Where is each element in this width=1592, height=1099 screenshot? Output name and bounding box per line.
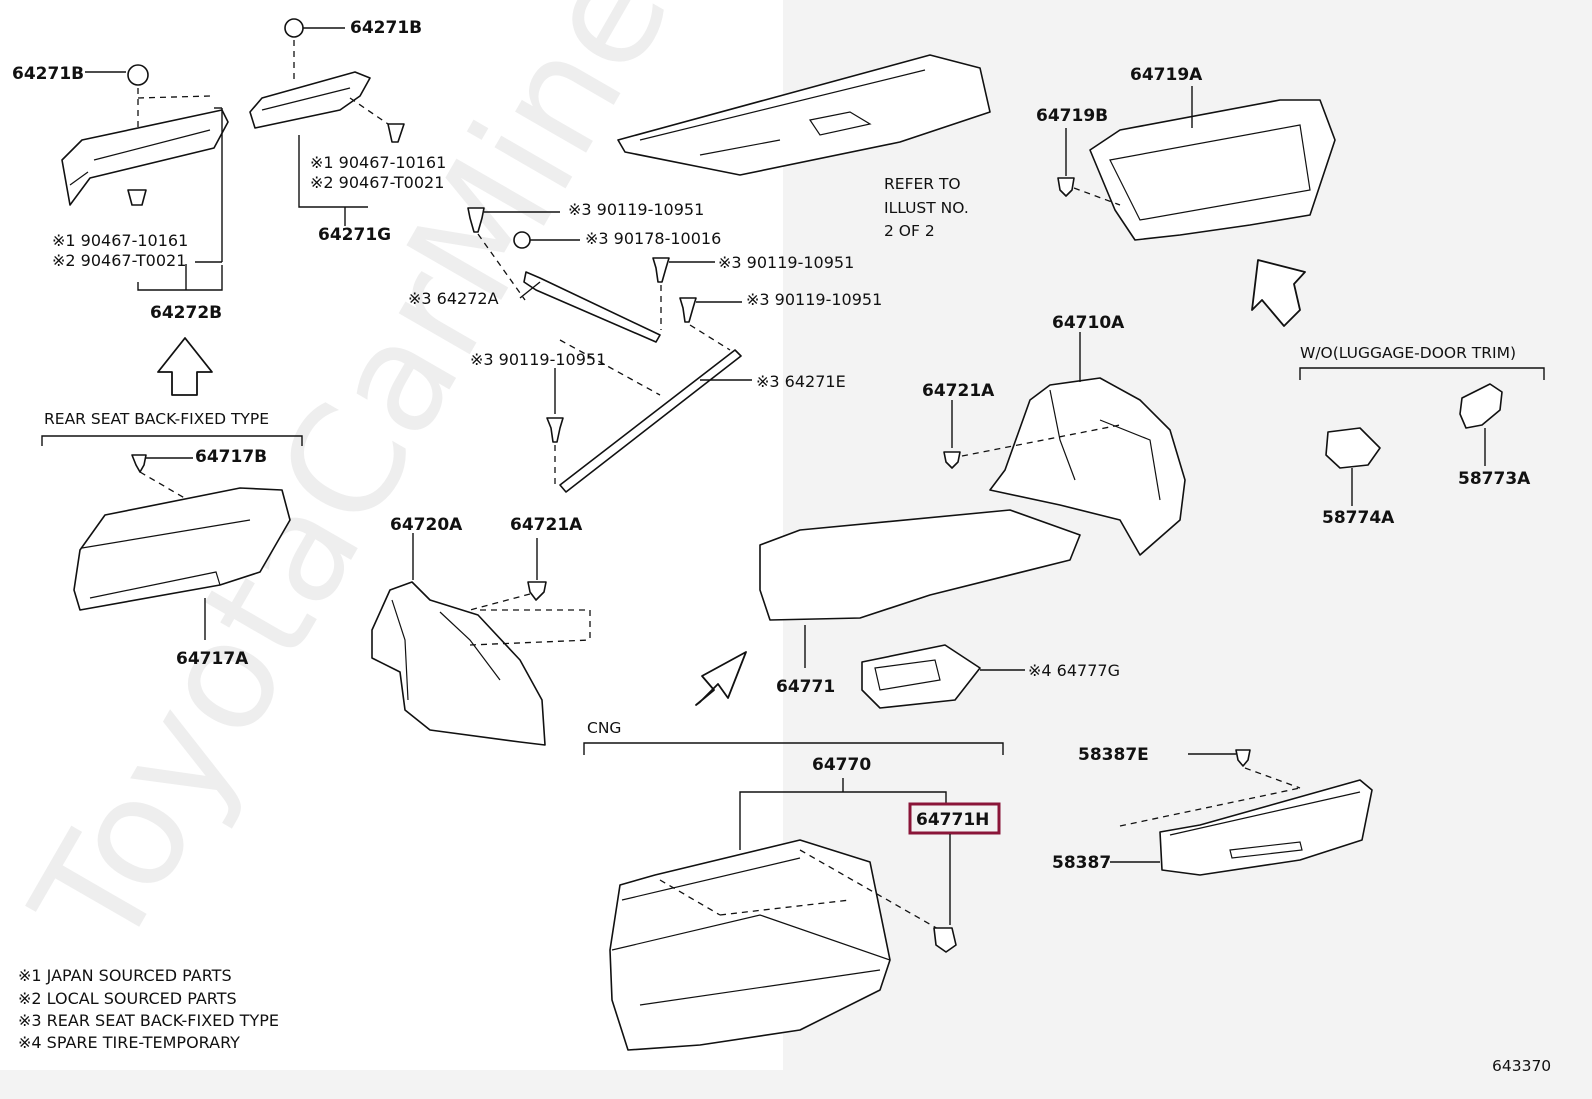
diagram-number: 643370 <box>1492 1057 1551 1075</box>
part-64771[interactable] <box>759 509 1081 621</box>
label-x3-64272A: ※3 64272A <box>408 289 499 308</box>
part-64720A-assembly <box>371 533 591 746</box>
label-64771: 64771 <box>776 677 835 697</box>
label-58387: 58387 <box>1052 853 1111 873</box>
refer-note-line3: 2 OF 2 <box>884 222 935 240</box>
legend-1-japan-sourced: ※1 JAPAN SOURCED PARTS <box>18 966 232 985</box>
part-64271G-assembly <box>249 18 405 226</box>
part-64777G-assembly <box>861 644 1025 709</box>
package-tray-panel[interactable] <box>617 54 991 176</box>
heading-rear-seat-back-fixed: REAR SEAT BACK-FIXED TYPE <box>44 410 269 428</box>
heading-wo-luggage-door-trim: W/O(LUGGAGE-DOOR TRIM) <box>1300 344 1516 362</box>
bolt-90119-right-icon[interactable] <box>679 297 697 323</box>
part-64717A-assembly <box>73 454 291 640</box>
part-64271E[interactable] <box>559 349 742 493</box>
part-58387-assembly <box>1110 749 1373 876</box>
label-x3-64271E: ※3 64271E <box>756 372 846 391</box>
label-64710A: 64710A <box>1052 313 1125 333</box>
refer-note-line1: REFER TO <box>884 175 961 193</box>
part-58387[interactable] <box>1159 779 1373 876</box>
label-64720A: 64720A <box>390 515 463 535</box>
part-64717A[interactable] <box>73 487 291 611</box>
label-x1-90467-10161-left: ※1 90467-10161 <box>52 231 188 250</box>
direction-arrow-1 <box>157 337 213 396</box>
bolt-90119-mid-icon[interactable] <box>652 257 670 283</box>
label-x3-90119-10951-a: ※3 90119-10951 <box>568 200 704 219</box>
part-package-tray <box>617 54 991 176</box>
part-64719A[interactable] <box>1089 99 1336 241</box>
legend-4-spare-tire: ※4 SPARE TIRE-TEMPORARY <box>18 1033 240 1052</box>
heading-cng: CNG <box>587 719 621 737</box>
label-64717A: 64717A <box>176 649 249 669</box>
part-64720A[interactable] <box>371 581 546 746</box>
label-64719B: 64719B <box>1036 106 1108 126</box>
legend-2-local-sourced: ※2 LOCAL SOURCED PARTS <box>18 989 237 1008</box>
label-x3-90119-10951-d: ※3 90119-10951 <box>470 350 606 369</box>
part-64272A[interactable] <box>523 271 661 343</box>
nut-90178-icon[interactable] <box>513 231 531 249</box>
label-x3-90178-10016: ※3 90178-10016 <box>585 229 721 248</box>
part-64272B[interactable] <box>61 109 229 206</box>
label-64271B-top: 64271B <box>350 18 422 38</box>
clip-64771H-icon[interactable] <box>933 927 957 953</box>
label-x3-90119-10951-b: ※3 90119-10951 <box>718 253 854 272</box>
label-64271G: 64271G <box>318 225 391 245</box>
label-64770: 64770 <box>812 755 871 775</box>
label-58387E: 58387E <box>1078 745 1149 765</box>
clip-64717B-icon[interactable] <box>131 454 147 473</box>
clip-64271B-top-icon[interactable] <box>284 18 304 38</box>
bolt-90119-lower-icon[interactable] <box>546 417 564 443</box>
direction-arrow-2 <box>695 651 747 706</box>
part-58774A[interactable] <box>1325 427 1381 469</box>
label-x4-64777G: ※4 64777G <box>1028 661 1120 680</box>
part-64771-assembly <box>759 509 1081 668</box>
part-64271G[interactable] <box>249 71 371 129</box>
part-58773A[interactable] <box>1459 383 1503 429</box>
label-64719A: 64719A <box>1130 65 1203 85</box>
refer-note-line2: ILLUST NO. <box>884 199 969 217</box>
label-64721A-left: 64721A <box>510 515 583 535</box>
part-64770-assembly <box>609 839 957 1051</box>
label-64272B: 64272B <box>150 303 222 323</box>
label-x1-90467-10161-center: ※1 90467-10161 <box>310 153 446 172</box>
part-64770[interactable] <box>609 839 891 1051</box>
clip-64721A-right-icon[interactable] <box>943 451 961 469</box>
part-64710A-assembly <box>943 332 1186 556</box>
clip-64271B-left-icon[interactable] <box>127 64 149 86</box>
part-64777G[interactable] <box>861 644 981 709</box>
part-64710A[interactable] <box>989 377 1186 556</box>
rod-assembly <box>467 207 752 493</box>
label-64721A-right: 64721A <box>922 381 995 401</box>
direction-arrow-3 <box>1251 259 1306 327</box>
clip-90467-center-icon[interactable] <box>387 123 405 143</box>
clip-90467-left-icon[interactable] <box>127 189 147 206</box>
label-64271B-left: 64271B <box>12 64 84 84</box>
clip-58387E-icon[interactable] <box>1235 749 1251 767</box>
label-58774A: 58774A <box>1322 508 1395 528</box>
clip-64721A-left-icon[interactable] <box>527 581 547 601</box>
bolt-90119-top-icon[interactable] <box>467 207 485 233</box>
label-x3-90119-10951-c: ※3 90119-10951 <box>746 290 882 309</box>
clip-64719B-icon[interactable] <box>1057 177 1075 197</box>
label-64717B: 64717B <box>195 447 267 467</box>
part-58773A-assembly <box>1459 383 1503 466</box>
label-58773A: 58773A <box>1458 469 1531 489</box>
part-64719A-assembly <box>1057 86 1336 241</box>
label-64771H: 64771H <box>916 810 989 830</box>
part-64272B-assembly <box>61 64 229 291</box>
legend-3-rear-seat-back-fixed: ※3 REAR SEAT BACK-FIXED TYPE <box>18 1011 279 1030</box>
highlight-box-64771H <box>908 802 1001 835</box>
label-x2-90467-T0021-left: ※2 90467-T0021 <box>52 251 186 270</box>
label-x2-90467-T0021-center: ※2 90467-T0021 <box>310 173 444 192</box>
part-58774A-assembly <box>1325 427 1381 506</box>
